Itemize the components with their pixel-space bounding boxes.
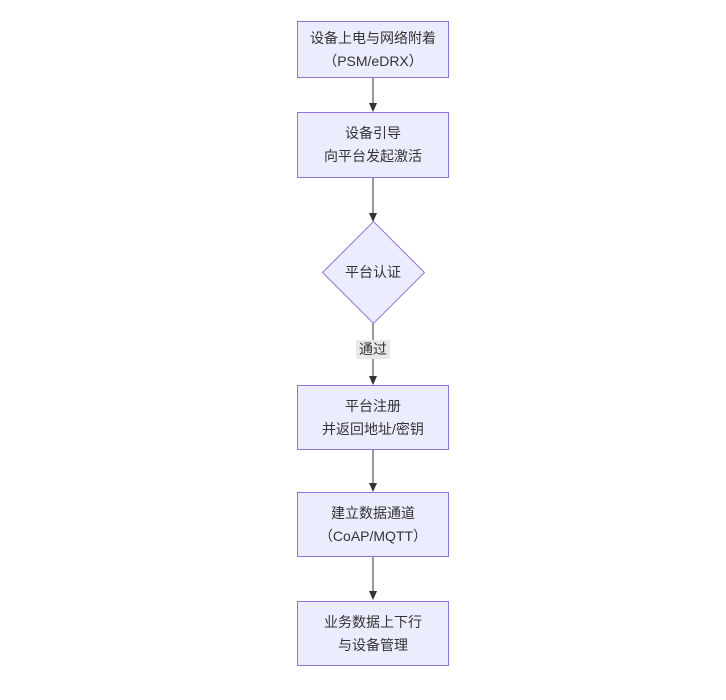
node-data-channel-line2: （CoAP/MQTT） (318, 527, 428, 544)
node-power-attach-line1: 设备上电与网络附着 (310, 29, 436, 46)
node-platform-register: 平台注册 并返回地址/密钥 (297, 385, 449, 450)
node-power-attach-line2: （PSM/eDRX） (323, 52, 423, 69)
node-bootstrap-activate-line2: 向平台发起激活 (324, 148, 422, 164)
edge-label-pass: 通过 (356, 340, 390, 359)
node-business-data-line1: 业务数据上下行 (324, 613, 422, 630)
node-data-channel-line1: 建立数据通道 (331, 504, 415, 521)
decision-platform-auth-label: 平台认证 (345, 264, 401, 280)
node-data-channel: 建立数据通道 （CoAP/MQTT） (297, 492, 449, 557)
node-platform-register-line2: 并返回地址/密钥 (322, 420, 424, 437)
node-bootstrap-activate-line1: 设备引导 (345, 125, 401, 141)
node-bootstrap-activate: 设备引导 向平台发起激活 (297, 112, 449, 178)
node-business-data-line2: 与设备管理 (338, 636, 408, 653)
node-power-attach: 设备上电与网络附着 （PSM/eDRX） (297, 21, 449, 78)
node-platform-register-line1: 平台注册 (345, 397, 401, 414)
node-business-data: 业务数据上下行 与设备管理 (297, 601, 449, 666)
decision-platform-auth: 平台认证 (321, 220, 426, 325)
